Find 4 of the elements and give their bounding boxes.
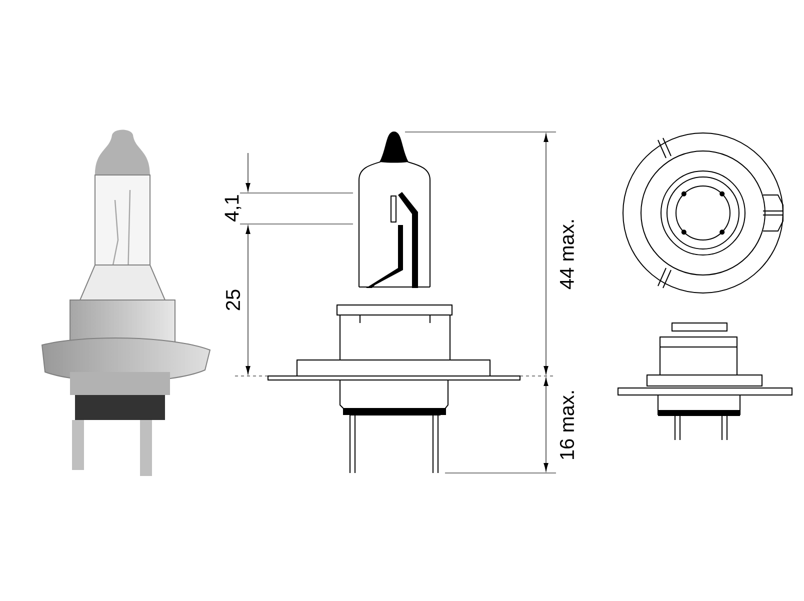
dimension-label: 44 max.	[560, 220, 574, 290]
dimension-label: 16 max.	[560, 391, 574, 460]
dimension-label: 4,1	[224, 195, 242, 222]
dimension-label: 25	[226, 290, 240, 310]
